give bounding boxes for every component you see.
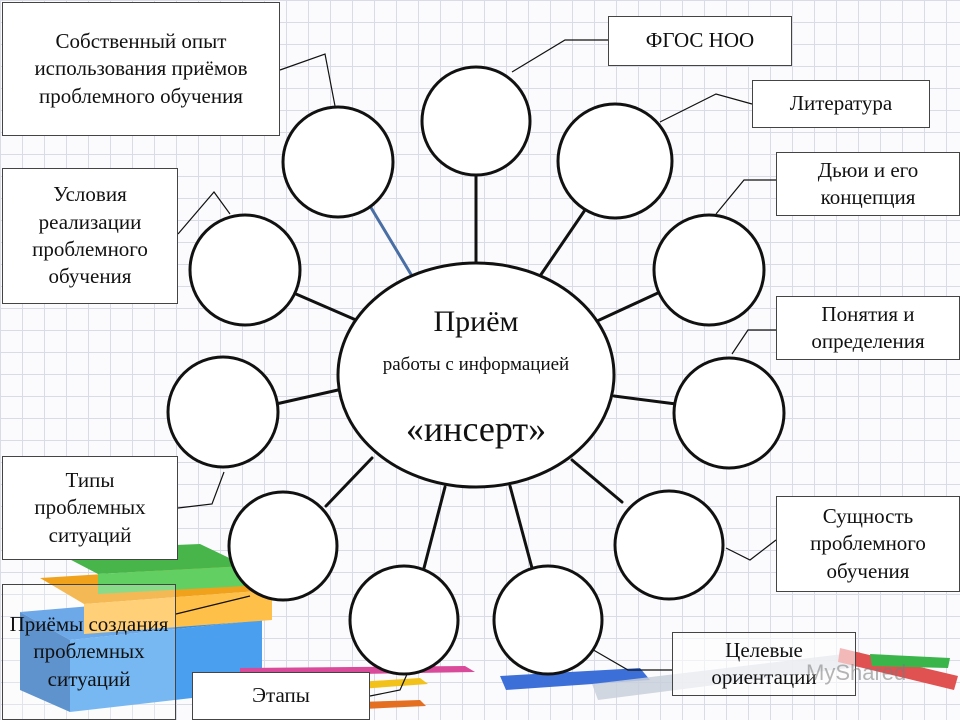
label-techniques: Приёмы создания проблемных ситуаций (2, 584, 176, 720)
spokes (274, 174, 678, 570)
label-stages: Этапы (192, 672, 370, 720)
node-circle (281, 105, 395, 219)
spoke (294, 292, 358, 322)
node-circle (613, 489, 725, 601)
watermark: MyShared (806, 660, 907, 685)
connector (175, 595, 251, 615)
connector (715, 179, 776, 215)
center-title: Приём (433, 305, 519, 338)
spoke (422, 485, 447, 570)
connector (369, 671, 409, 697)
spoke (538, 208, 587, 278)
node-circle (188, 213, 302, 327)
center-subtitle: работы с информацией (382, 354, 570, 375)
spoke (593, 290, 662, 324)
connector (177, 471, 225, 509)
connector (177, 191, 231, 235)
connectors (175, 39, 777, 697)
label-types: Типы проблемных ситуаций (2, 456, 178, 560)
node-circle (348, 564, 460, 676)
label-target: Целевые ориентации (672, 632, 856, 696)
spoke (612, 394, 678, 406)
label-conditions: Условия реализации проблемного обучения (2, 168, 178, 304)
node-circle (556, 102, 674, 220)
label-own-experience: Собственный опыт использования приёмов п… (2, 2, 280, 136)
connector (725, 539, 777, 561)
label-dewey: Дьюи и его концепция (776, 152, 960, 216)
spoke (274, 388, 340, 406)
connector (511, 39, 608, 73)
center-ellipse (336, 261, 616, 489)
spoke (570, 458, 624, 504)
center-method-name: «инсерт» (405, 409, 547, 449)
node-circle (652, 213, 766, 327)
label-literature: Литература (752, 80, 930, 128)
connector (659, 93, 753, 123)
label-essence: Сущность проблемного обучения (776, 496, 960, 592)
spoke (324, 456, 374, 508)
label-concepts: Понятия и определения (776, 296, 960, 360)
node-circle (672, 356, 786, 470)
connector (279, 53, 336, 107)
spoke (368, 204, 414, 278)
connector (731, 329, 776, 355)
label-fgos: ФГОС НОО (608, 16, 792, 66)
connector (589, 647, 672, 671)
node-circle (227, 490, 339, 602)
node-circle (420, 65, 532, 177)
node-circle (166, 355, 280, 469)
node-circle (492, 564, 604, 676)
outer-circles (166, 65, 786, 676)
spoke (508, 484, 534, 570)
